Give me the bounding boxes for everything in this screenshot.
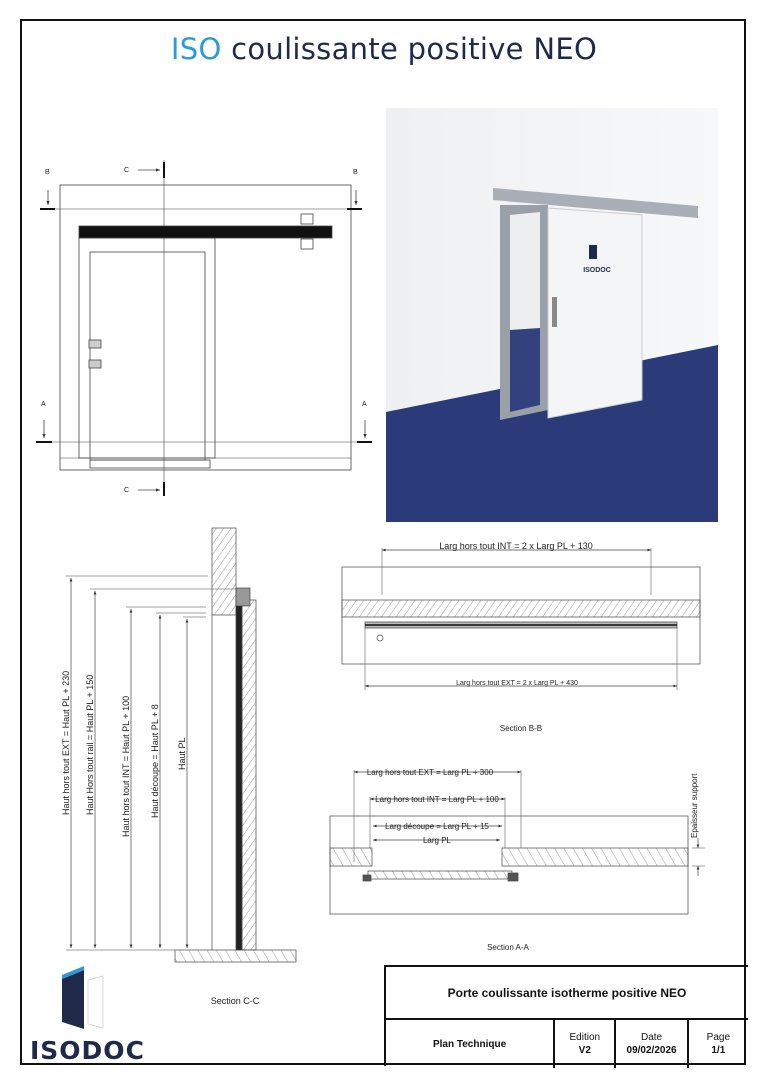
title-block-type: Plan Technique: [386, 1020, 553, 1068]
page-label: Page: [706, 1032, 731, 1043]
dim-haut-rail: Haut Hors tout rail = Haut PL + 150: [85, 675, 95, 815]
page-value: 1/1: [711, 1045, 726, 1056]
front-view: [36, 160, 372, 496]
dim-epaisseur-support: Epaisseur support: [690, 773, 699, 838]
section-aa-drawing: [329, 770, 705, 915]
dim-larg-pl: Larg PL: [423, 836, 452, 845]
section-cc-label: Section C-C: [211, 996, 260, 1006]
section-cc-drawing: [66, 527, 297, 963]
page-title: ISO coulissante positive NEO: [0, 32, 768, 66]
title-block-page: Page 1/1: [686, 1020, 748, 1068]
date-label: Date: [641, 1032, 663, 1043]
title-rest: coulissante positive NEO: [221, 32, 598, 66]
section-aa-label: Section A-A: [487, 943, 529, 952]
dim-haut-decoupe: Haut découpe = Haut PL + 8: [150, 704, 160, 818]
dim-larg-decoupe: Larg découpe = Larg PL + 15: [385, 822, 489, 831]
logo-wordmark: ISODOC: [30, 1036, 145, 1065]
date-value: 09/02/2026: [626, 1045, 677, 1056]
section-c-marker-top: C: [124, 167, 129, 174]
edition-value: V2: [578, 1045, 591, 1056]
title-block: Porte coulissante isotherme positive NEO…: [384, 965, 748, 1068]
dim-haut-int: Haut hors tout INT = Haut PL + 100: [121, 696, 131, 837]
door-photo: ISODOC: [386, 108, 718, 522]
dim-haut-pl: Haut PL: [177, 737, 187, 770]
dim-larg-ext-aa: Larg hors tout EXT = Larg PL + 300: [367, 768, 494, 777]
page-frame: [20, 19, 746, 1065]
section-a-marker-right: A: [362, 401, 367, 408]
edition-label: Edition: [569, 1032, 601, 1043]
section-b-marker-left: B: [45, 169, 50, 176]
dim-larg-int-bb: Larg hors tout INT = 2 x Larg PL + 130: [439, 541, 593, 551]
photo-brand-label: ISODOC: [583, 267, 611, 274]
isodoc-logo-icon: [62, 966, 104, 1029]
title-prefix: ISO: [170, 32, 222, 66]
section-b-marker-right: B: [353, 169, 358, 176]
section-a-marker-left: A: [41, 401, 46, 408]
dim-haut-ext: Haut hors tout EXT = Haut PL + 230: [61, 671, 71, 815]
title-block-name: Porte coulissante isotherme positive NEO: [386, 967, 748, 1020]
plan-type: Plan Technique: [432, 1038, 507, 1050]
dim-larg-ext-bb: Larg hors tout EXT = 2 x Larg PL + 430: [456, 680, 578, 687]
dim-larg-int-aa: Larg hors tout INT = Larg PL + 100: [375, 795, 499, 804]
section-bb-label: Section B-B: [500, 724, 542, 733]
section-c-marker-bottom: C: [124, 487, 129, 494]
title-block-date: Date 09/02/2026: [614, 1020, 686, 1068]
section-bb-drawing: [341, 548, 701, 690]
